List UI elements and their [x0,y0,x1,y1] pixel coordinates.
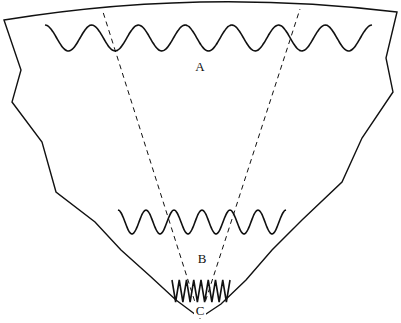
region-label: B [196,251,209,266]
region-label: C [194,303,207,318]
wavy-line [45,25,372,51]
wavy-line [172,280,230,302]
wavy-line [118,210,286,234]
sector-outline [4,2,397,318]
dashed-boundary [200,9,300,318]
dashed-boundary [103,12,200,318]
region-label: A [193,59,206,74]
